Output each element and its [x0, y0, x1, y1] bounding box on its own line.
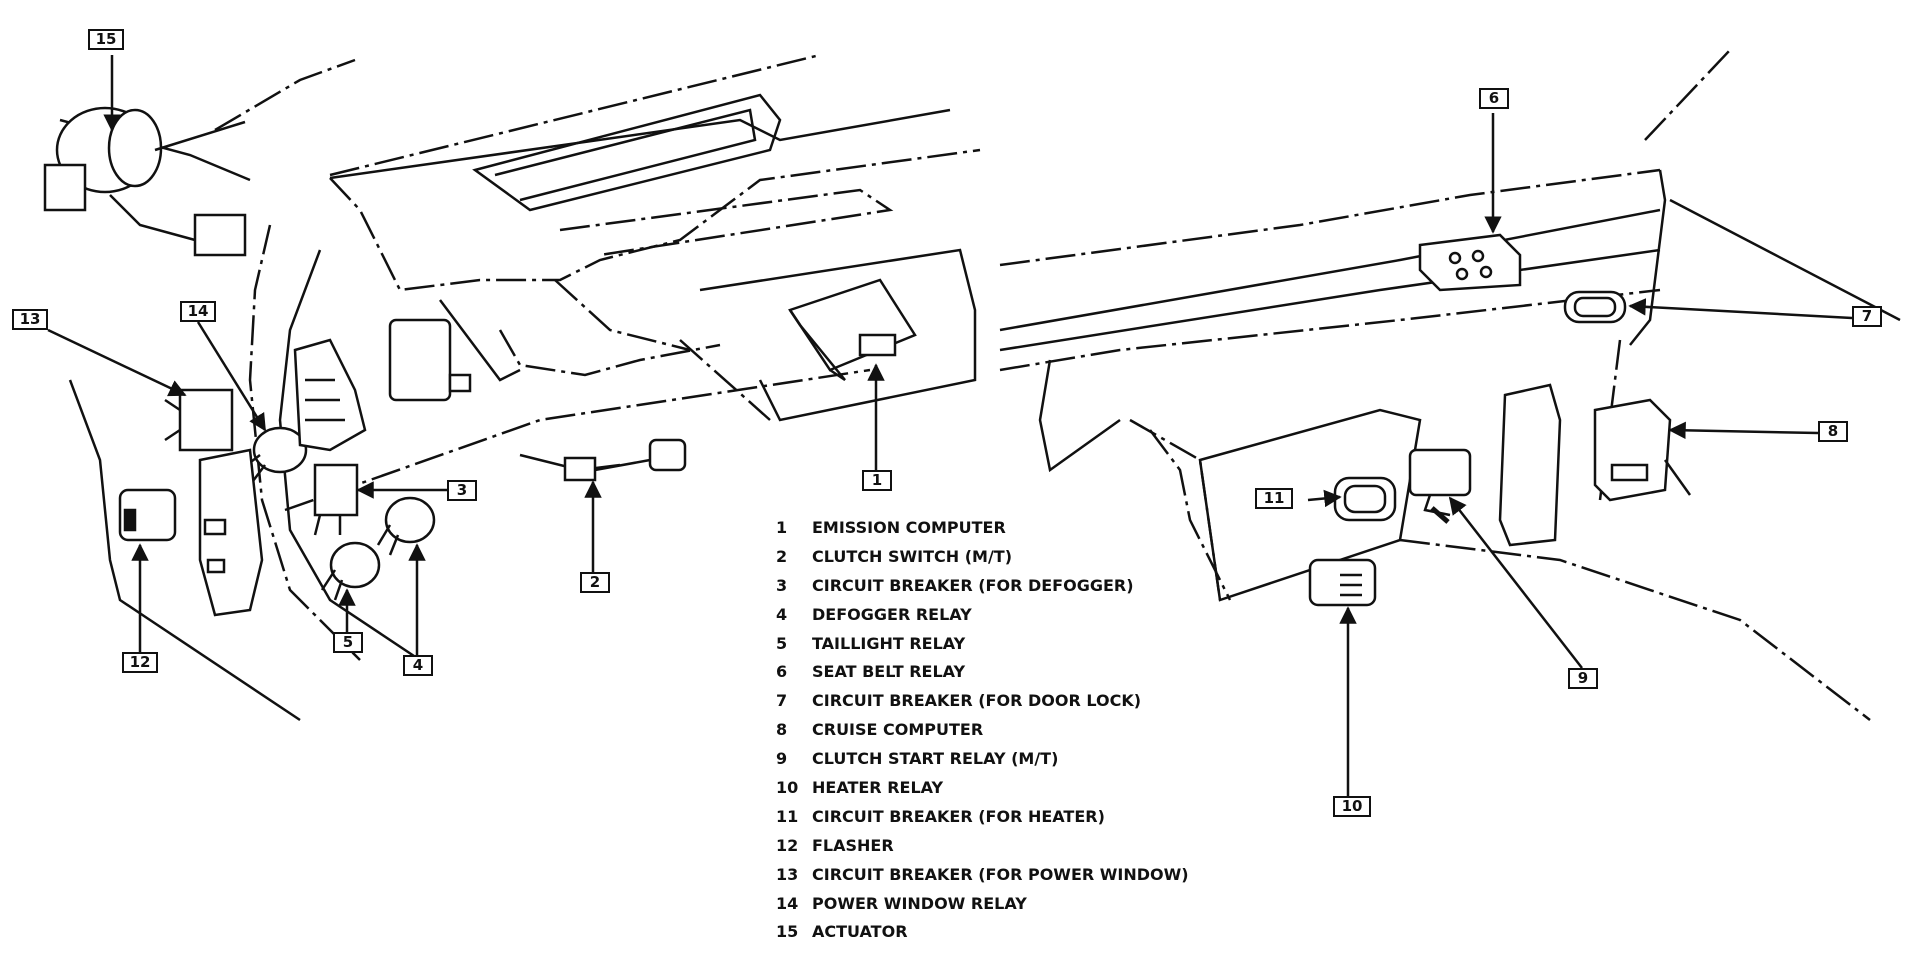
- component-circuit-breaker-power-window: [164, 388, 234, 452]
- wire-tab-icon: [1430, 506, 1450, 524]
- legend-label: EMISSION COMPUTER: [812, 518, 1006, 537]
- legend-label: CIRCUIT BREAKER (FOR DEFOGGER): [812, 575, 1134, 595]
- component-seat-belt-relay-left: [388, 318, 472, 402]
- callout-12: 12: [122, 652, 158, 673]
- callout-8: 8: [1818, 421, 1848, 442]
- legend-item: 2 CLUTCH SWITCH (M/T): [776, 543, 1189, 572]
- component-junction-block: [293, 338, 367, 452]
- callout-6: 6: [1479, 88, 1509, 109]
- legend-item: 15 ACTUATOR: [776, 918, 1189, 947]
- legend-number: 4: [776, 604, 788, 624]
- legend-item: 10 HEATER RELAY: [776, 774, 1189, 803]
- legend-item: 5 TAILLIGHT RELAY: [776, 630, 1189, 659]
- legend-item: 1 EMISSION COMPUTER: [776, 514, 1189, 543]
- legend-item: 4 DEFOGGER RELAY: [776, 601, 1189, 630]
- legend-label: CIRCUIT BREAKER (FOR POWER WINDOW): [812, 864, 1189, 884]
- component-flasher: [118, 488, 177, 542]
- legend-item: 9 CLUTCH START RELAY (M/T): [776, 745, 1189, 774]
- legend-label: ACTUATOR: [812, 922, 908, 942]
- legend-label: CLUTCH START RELAY (M/T): [812, 749, 1059, 769]
- component-fuse-block: [198, 448, 264, 617]
- component-emission-computer: [788, 278, 917, 382]
- legend-item: 14 POWER WINDOW RELAY: [776, 890, 1189, 919]
- legend-item: 8 CRUISE COMPUTER: [776, 716, 1189, 745]
- callout-10: 10: [1333, 796, 1371, 817]
- legend-number: 7: [776, 691, 788, 711]
- legend-item: 6 SEAT BELT RELAY: [776, 658, 1189, 687]
- component-circuit-breaker-door-lock: [1563, 290, 1627, 324]
- legend-label: FLASHER: [812, 835, 894, 855]
- component-fuse-panel-right: [1498, 383, 1562, 547]
- legend-number: 12: [776, 835, 799, 855]
- legend-number: 14: [776, 893, 799, 913]
- component-clutch-start-relay: [1408, 448, 1472, 517]
- callout-3: 3: [447, 480, 477, 501]
- legend-number: 5: [776, 633, 788, 653]
- callout-1: 1: [862, 470, 892, 491]
- callout-15: 15: [88, 29, 124, 50]
- component-clutch-switch: [519, 438, 687, 482]
- legend-number: 11: [776, 806, 799, 826]
- legend-number: 8: [776, 720, 788, 740]
- legend-label: CRUISE COMPUTER: [812, 720, 984, 740]
- legend-number: 2: [776, 546, 788, 566]
- callout-9: 9: [1568, 668, 1598, 689]
- legend-label: POWER WINDOW RELAY: [812, 893, 1027, 913]
- callout-7: 7: [1852, 306, 1882, 327]
- legend-label: SEAT BELT RELAY: [812, 662, 966, 682]
- legend-item: 12 FLASHER: [776, 832, 1189, 861]
- legend-label: DEFOGGER RELAY: [812, 604, 972, 624]
- callout-11: 11: [1255, 488, 1293, 509]
- component-defogger-relay: [376, 496, 436, 556]
- callout-5: 5: [333, 632, 363, 653]
- leader-lines: [47, 55, 1853, 796]
- legend-label: HEATER RELAY: [812, 778, 944, 798]
- component-seat-belt-relay: [1418, 233, 1522, 292]
- legend-item: 13 CIRCUIT BREAKER (FOR POWER WINDOW): [776, 861, 1189, 890]
- callout-14: 14: [180, 301, 216, 322]
- legend-item: 3 CIRCUIT BREAKER (FOR DEFOGGER): [776, 572, 1189, 601]
- component-cruise-computer: [1593, 398, 1692, 502]
- legend-number: 1: [776, 518, 788, 537]
- component-circuit-breaker-heater: [1333, 476, 1397, 522]
- callout-13: 13: [12, 309, 48, 330]
- right-dashboard-outline: [999, 49, 1901, 721]
- legend-label: CIRCUIT BREAKER (FOR HEATER): [812, 806, 1105, 826]
- legend-label: CLUTCH SWITCH (M/T): [812, 546, 1013, 566]
- legend-label: TAILLIGHT RELAY: [812, 633, 966, 653]
- legend-label: CIRCUIT BREAKER (FOR DOOR LOCK): [812, 691, 1142, 711]
- callout-4: 4: [403, 655, 433, 676]
- legend-item: 7 CIRCUIT BREAKER (FOR DOOR LOCK): [776, 687, 1189, 716]
- legend-number: 3: [776, 575, 788, 595]
- legend-item: 11 CIRCUIT BREAKER (FOR HEATER): [776, 803, 1189, 832]
- legend-number: 13: [776, 864, 799, 884]
- legend-number: 6: [776, 662, 788, 682]
- component-taillight-relay: [320, 541, 381, 601]
- component-actuator: [43, 106, 247, 257]
- component-circuit-breaker-defogger: [313, 463, 359, 536]
- component-heater-relay: [1308, 558, 1377, 607]
- legend-number: 9: [776, 749, 788, 769]
- callout-2: 2: [580, 572, 610, 593]
- legend-number: 15: [776, 922, 799, 942]
- legend-number: 10: [776, 778, 799, 798]
